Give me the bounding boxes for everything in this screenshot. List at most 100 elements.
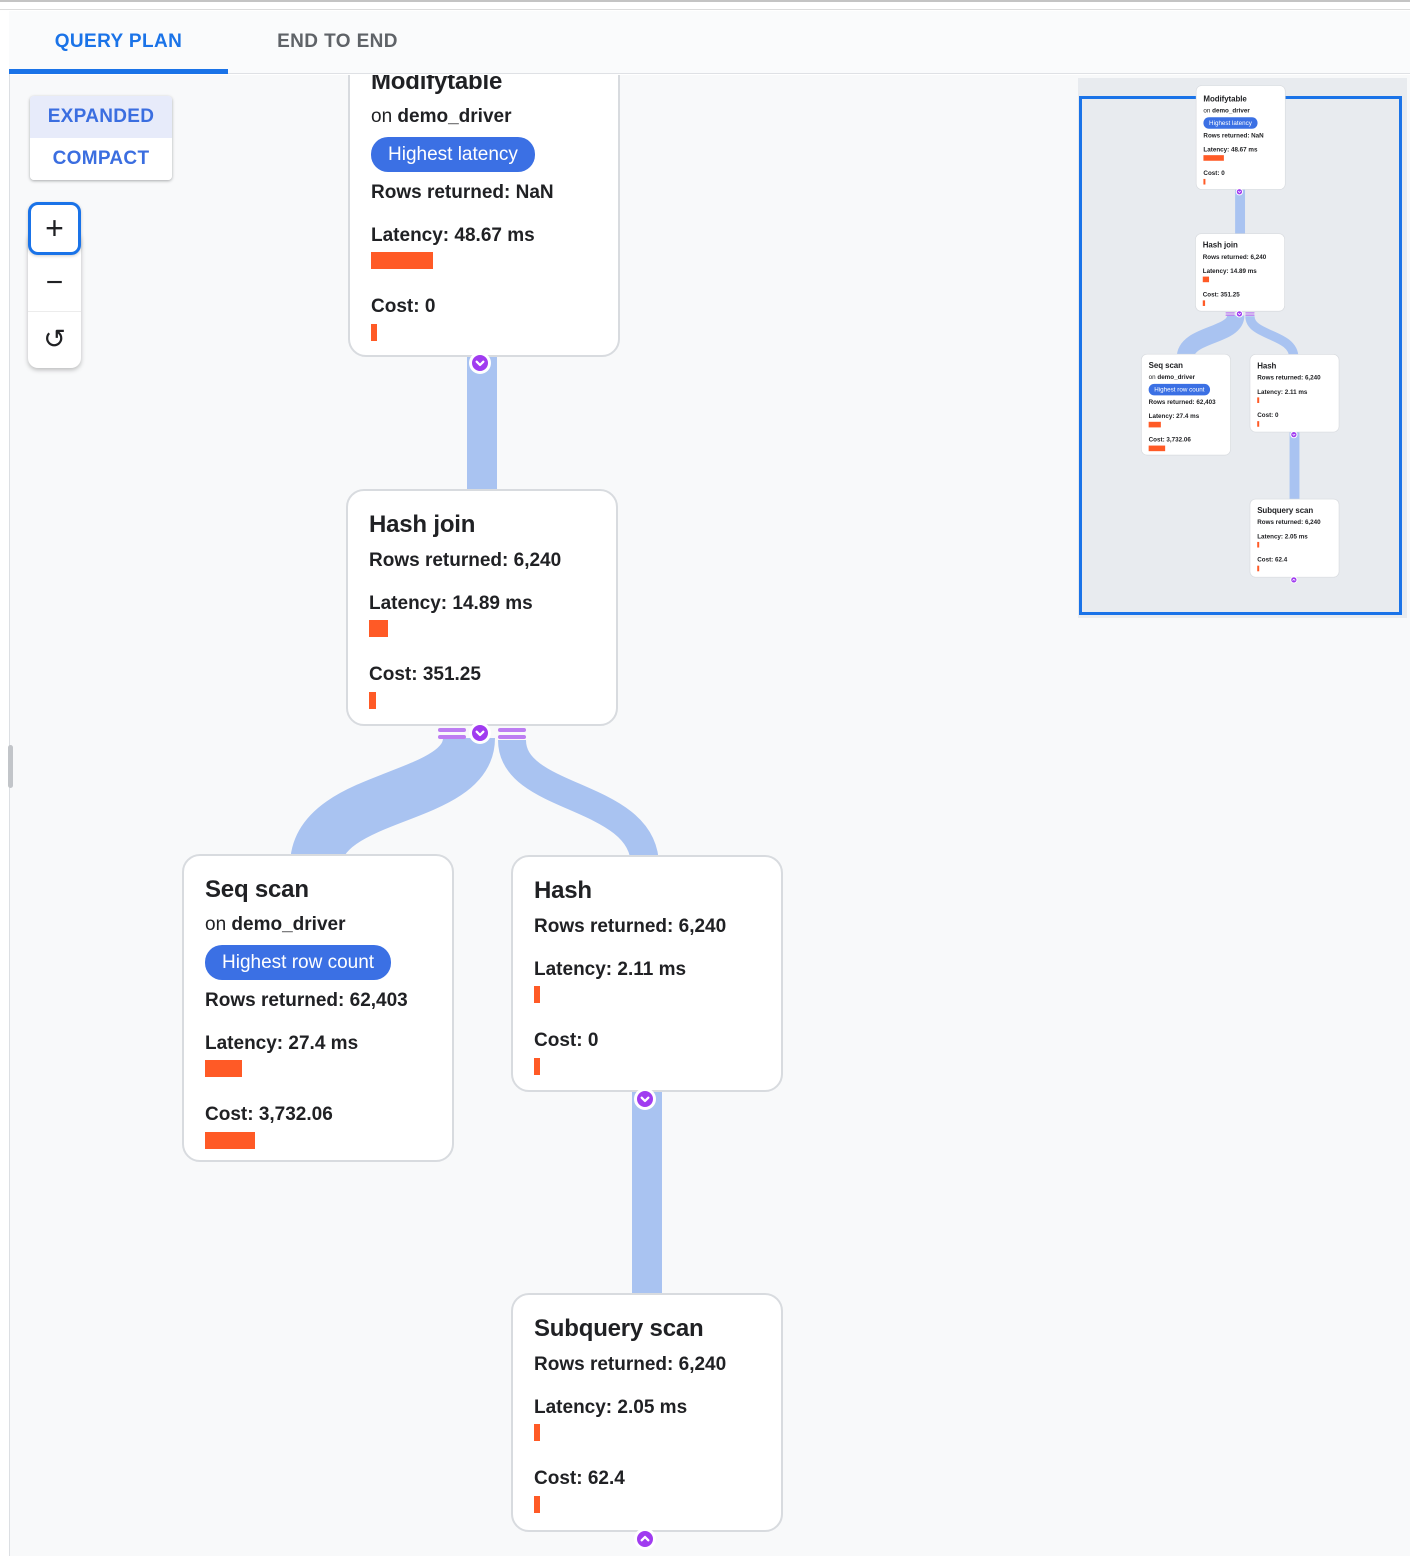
node-title: Hash join [369, 511, 476, 538]
latency: Latency: 2.05 ms [534, 1396, 688, 1418]
minimap-latency-bar [1257, 542, 1260, 548]
minimap-cost-bar [1202, 300, 1206, 307]
minimap-latency: Latency: 2.05 ms [1257, 532, 1308, 540]
cost: Cost: 0 [534, 1030, 599, 1052]
zoom-in-button[interactable]: + [28, 202, 81, 255]
node-hash[interactable]: Hash Rows returned: 6,240 Latency: 2.11 … [511, 855, 783, 1092]
cost-bar [369, 692, 376, 710]
minimap-rows-returned: Rows returned: 6,240 [1257, 374, 1321, 382]
plus-icon: + [45, 210, 64, 246]
minimap-rows-returned: Rows returned: 6,240 [1257, 518, 1321, 526]
node-seq-scan[interactable]: Seq scan on demo_driver Highest row coun… [182, 854, 454, 1162]
minimap-node-title: Seq scan [1148, 361, 1183, 370]
tab-query-plan-label: QUERY PLAN [54, 31, 183, 52]
tab-bar: QUERY PLAN END TO END [9, 11, 1410, 74]
reset-icon: ↺ [43, 323, 66, 355]
divider [28, 311, 81, 312]
minimap-highest-row-count-badge: Highest row count [1148, 383, 1211, 396]
minimap-latency: Latency: 27.4 ms [1148, 412, 1200, 420]
minimap-node-title: Hash join [1202, 240, 1238, 250]
node-modifytable[interactable]: Modifytable on demo_driver Highest laten… [348, 75, 620, 357]
minimap-junction-line [1245, 314, 1255, 316]
junction-line [498, 728, 526, 732]
minimap-cost-bar [1257, 565, 1260, 572]
latency-bar [205, 1060, 242, 1078]
tab-end-to-end-label: END TO END [277, 31, 398, 52]
minimap-junction-line [1225, 314, 1235, 316]
latency: Latency: 27.4 ms [205, 1032, 359, 1054]
chevron-down-icon [475, 730, 485, 737]
cost: Cost: 62.4 [534, 1468, 625, 1490]
minimap-node-title: Subquery scan [1257, 505, 1314, 515]
tab-end-to-end[interactable]: END TO END [228, 11, 447, 73]
minimap-cost-bar [1203, 178, 1206, 185]
minimap-rows-returned: Rows returned: NaN [1203, 131, 1264, 139]
highest-latency-badge: Highest latency [371, 136, 535, 172]
cost-bar [534, 1058, 540, 1076]
node-title: Hash [534, 877, 592, 904]
minimap-junction-line [1225, 312, 1235, 314]
rows-returned: Rows returned: 62,403 [205, 989, 408, 1011]
minimap-highest-latency-badge: Highest latency [1203, 117, 1258, 129]
minimap-node-subquery-scan: Subquery scan Rows returned: 6,240 Laten… [1249, 498, 1340, 578]
active-tab-indicator [9, 69, 228, 74]
junction-line [438, 735, 466, 739]
minimap-node-title: Modifytable [1203, 94, 1247, 104]
compact-option[interactable]: COMPACT [30, 138, 172, 180]
minimap-content: Modifytable on demo_driver Highest laten… [1081, 78, 1407, 585]
minimap-node-title: Hash [1257, 361, 1277, 371]
expanded-option[interactable]: EXPANDED [30, 96, 172, 138]
node-title: Modifytable [371, 75, 503, 95]
latency: Latency: 14.89 ms [369, 592, 533, 614]
window-top-strip [0, 0, 1410, 10]
minimap-node-table-line: on demo_driver [1148, 373, 1196, 381]
minimap-cost: Cost: 351.25 [1202, 291, 1240, 299]
reset-view-button[interactable]: ↺ [28, 312, 81, 368]
expand-toggle-subquery-scan[interactable] [634, 1528, 656, 1550]
rows-returned: Rows returned: 6,240 [369, 549, 562, 571]
collapse-toggle-hash[interactable] [634, 1088, 656, 1110]
node-title: Subquery scan [534, 1315, 704, 1342]
minimap-latency-bar [1257, 397, 1260, 404]
minimap-node-modifytable: Modifytable on demo_driver Highest laten… [1195, 85, 1286, 190]
query-plan-diagram: Modifytable on demo_driver Highest laten… [10, 75, 1410, 1556]
minimap-latency: Latency: 14.89 ms [1202, 267, 1257, 275]
collapse-toggle-modifytable[interactable] [469, 352, 491, 374]
minimap-node-seq-scan: Seq scan on demo_driver Highest row coun… [1141, 353, 1231, 456]
collapse-toggle-hash-join[interactable] [469, 722, 491, 744]
minimap-edge-hashjoin-seqscan [1176, 313, 1245, 360]
layout-toggle: EXPANDED COMPACT [30, 96, 172, 180]
tab-query-plan[interactable]: QUERY PLAN [9, 11, 228, 74]
latency: Latency: 48.67 ms [371, 224, 535, 246]
minimap-cost: Cost: 3,732.06 [1148, 436, 1191, 444]
junction-line [438, 728, 466, 732]
minimap-junction-line [1245, 312, 1255, 314]
zoom-out-button[interactable]: − [28, 255, 81, 311]
edge-hashjoin-seqscan [290, 734, 495, 869]
minimap-rows-returned: Rows returned: 62,403 [1148, 398, 1216, 406]
chevron-down-icon [475, 360, 485, 367]
minimap-edge-hashjoin-hash [1245, 315, 1299, 359]
minimap-node-hash-join: Hash join Rows returned: 6,240 Latency: … [1195, 233, 1285, 312]
vertical-scrollbar-thumb[interactable] [8, 745, 13, 788]
minimap-latency-bar [1202, 276, 1210, 283]
cost-bar [205, 1132, 255, 1150]
minimap-chevron-down-icon [1237, 190, 1241, 193]
node-hash-join[interactable]: Hash join Rows returned: 6,240 Latency: … [346, 489, 618, 726]
cost: Cost: 3,732.06 [205, 1104, 333, 1126]
latency-bar [534, 986, 540, 1004]
latency-bar [371, 252, 433, 270]
minimap-collapse-toggle-modifytable [1235, 188, 1244, 196]
latency: Latency: 2.11 ms [534, 958, 687, 980]
node-subquery-scan[interactable]: Subquery scan Rows returned: 6,240 Laten… [511, 1293, 783, 1532]
minimap[interactable]: Modifytable on demo_driver Highest laten… [1078, 78, 1407, 618]
cost: Cost: 351.25 [369, 664, 481, 686]
node-table-line: on demo_driver [371, 105, 512, 127]
minimap-latency: Latency: 48.67 ms [1203, 146, 1258, 154]
minimap-expand-toggle-subquery-scan [1290, 576, 1298, 584]
cost-bar [371, 324, 377, 342]
minimap-node-hash: Hash Rows returned: 6,240 Latency: 2.11 … [1249, 354, 1340, 433]
minimap-chevron-up-icon [1292, 578, 1296, 581]
rows-returned: Rows returned: 6,240 [534, 1353, 727, 1375]
chevron-down-icon [640, 1096, 650, 1103]
